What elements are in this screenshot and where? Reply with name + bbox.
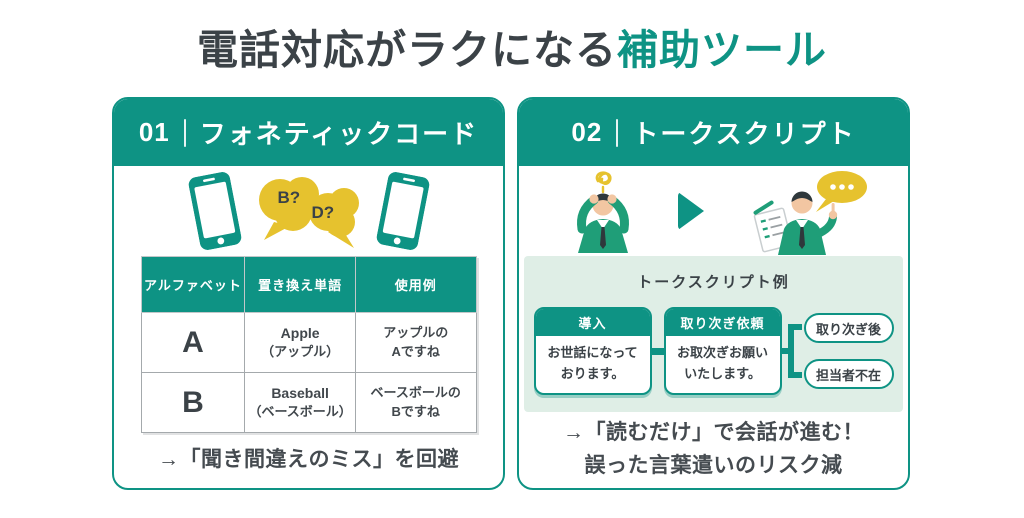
usage-line: ベースボールの <box>370 384 461 400</box>
cell-usage-a: アップルの Aですね <box>354 312 477 373</box>
talk-script-example-box: トークスクリプト例 導入 お世話になって おります。 取り次ぎ依頼 お取次ぎお願… <box>524 256 903 412</box>
flow-card-body: お世話になって おります。 <box>536 336 650 392</box>
flow-card-line: いたします。 <box>684 365 761 381</box>
phonetic-table: アルファベット 置き換え単語 使用例 A Apple （アップル） アップルの <box>140 256 477 433</box>
header-divider <box>616 118 619 147</box>
phonetic-table-wrap: アルファベット 置き換え単語 使用例 A Apple （アップル） アップルの <box>114 256 503 433</box>
word-en: Apple <box>280 324 320 341</box>
word-en: Baseball <box>271 384 329 401</box>
smartphone-icon <box>188 172 241 250</box>
cell-usage-b: ベースボールの Bですね <box>354 372 477 433</box>
caption-line-1: →「読むだけ」で会話が進む！ <box>563 421 864 445</box>
speech-bubble-cloud: B? D? <box>246 170 372 252</box>
flow-connector <box>651 347 664 355</box>
cell-word-a: Apple （アップル） <box>244 312 356 373</box>
flow-card-transfer-request: 取り次ぎ依頼 お取次ぎお願い いたします。 <box>663 307 782 395</box>
panel-talk-script: 02 トークスクリプト <box>517 97 910 490</box>
col-header-alphabet: アルファベット <box>140 256 246 313</box>
confused-person-icon <box>576 171 629 253</box>
panel-01-number: 01 <box>138 117 170 147</box>
cloud-shape <box>258 177 359 248</box>
page-title-prefix: 電話対応がラクになる <box>197 27 617 73</box>
panel-02-header: 02 トークスクリプト <box>519 99 908 166</box>
page-title: 電話対応がラクになる補助ツール <box>0 16 1024 76</box>
header-divider <box>183 118 186 147</box>
cell-letter-a: A <box>140 312 246 373</box>
branch-pill-after-transfer: 取り次ぎ後 <box>803 313 894 343</box>
speaking-person-icon <box>753 171 867 255</box>
table-row: A Apple （アップル） アップルの Aですね <box>140 312 477 373</box>
flow-card-body: お取次ぎお願い いたします。 <box>666 336 780 392</box>
branch-pills: 取り次ぎ後 担当者不在 <box>803 313 894 389</box>
panel-02-title: トークスクリプト <box>632 119 856 149</box>
script-example-title: トークスクリプト例 <box>637 274 790 291</box>
table-row: B Baseball （ベースボール） ベースボールの Bですね <box>140 372 477 433</box>
flow-card-label: 導入 <box>535 309 650 337</box>
phones-illustration: B? D? <box>114 166 503 256</box>
flow-card-intro: 導入 お世話になって おります。 <box>533 307 652 395</box>
cell-word-b: Baseball （ベースボール） <box>244 372 356 433</box>
caption-line-2: 誤った言葉遣いのリスク減 <box>584 454 843 477</box>
flow-card-line: お取次ぎお願い <box>676 345 768 361</box>
arrow-right-triangle-icon <box>677 192 704 230</box>
page-title-highlight: 補助ツール <box>617 27 827 73</box>
caption-text: →「聞き間違えのミス」を回避 <box>158 448 459 472</box>
table-header-row: アルファベット 置き換え単語 使用例 <box>140 256 477 313</box>
panel-02-caption: →「読むだけ」で会話が進む！ 誤った言葉遣いのリスク減 <box>519 412 908 488</box>
usage-line: Bですね <box>391 403 440 419</box>
panel-01-title: フォネティックコード <box>199 119 479 149</box>
script-flow: 導入 お世話になって おります。 取り次ぎ依頼 お取次ぎお願い いたします。 <box>533 305 894 397</box>
usage-line: Aですね <box>391 343 440 359</box>
branch-pill-absent: 担当者不在 <box>803 359 894 389</box>
smartphone-icon <box>376 172 429 250</box>
word-jp: （ベースボール） <box>248 404 352 420</box>
branch-connector <box>781 324 802 378</box>
flow-card-line: おります。 <box>560 365 625 381</box>
flow-card-label: 取り次ぎ依頼 <box>665 309 780 337</box>
col-header-usage: 使用例 <box>354 256 477 313</box>
flow-card-line: お世話になって <box>547 345 638 361</box>
bubble-text-d: D? <box>311 203 335 222</box>
panel-02-number: 02 <box>571 117 603 147</box>
panel-01-caption: →「聞き間違えのミス」を回避 <box>114 433 503 488</box>
col-header-word: 置き換え単語 <box>244 256 356 313</box>
panel-phonetic-code: 01 フォネティックコード <box>112 97 505 490</box>
cell-letter-b: B <box>140 372 246 433</box>
panel-01-header: 01 フォネティックコード <box>114 99 503 166</box>
word-jp: （アップル） <box>261 344 340 360</box>
bubble-text-b: B? <box>277 188 301 207</box>
people-illustration <box>519 166 908 256</box>
usage-line: アップルの <box>383 324 449 340</box>
